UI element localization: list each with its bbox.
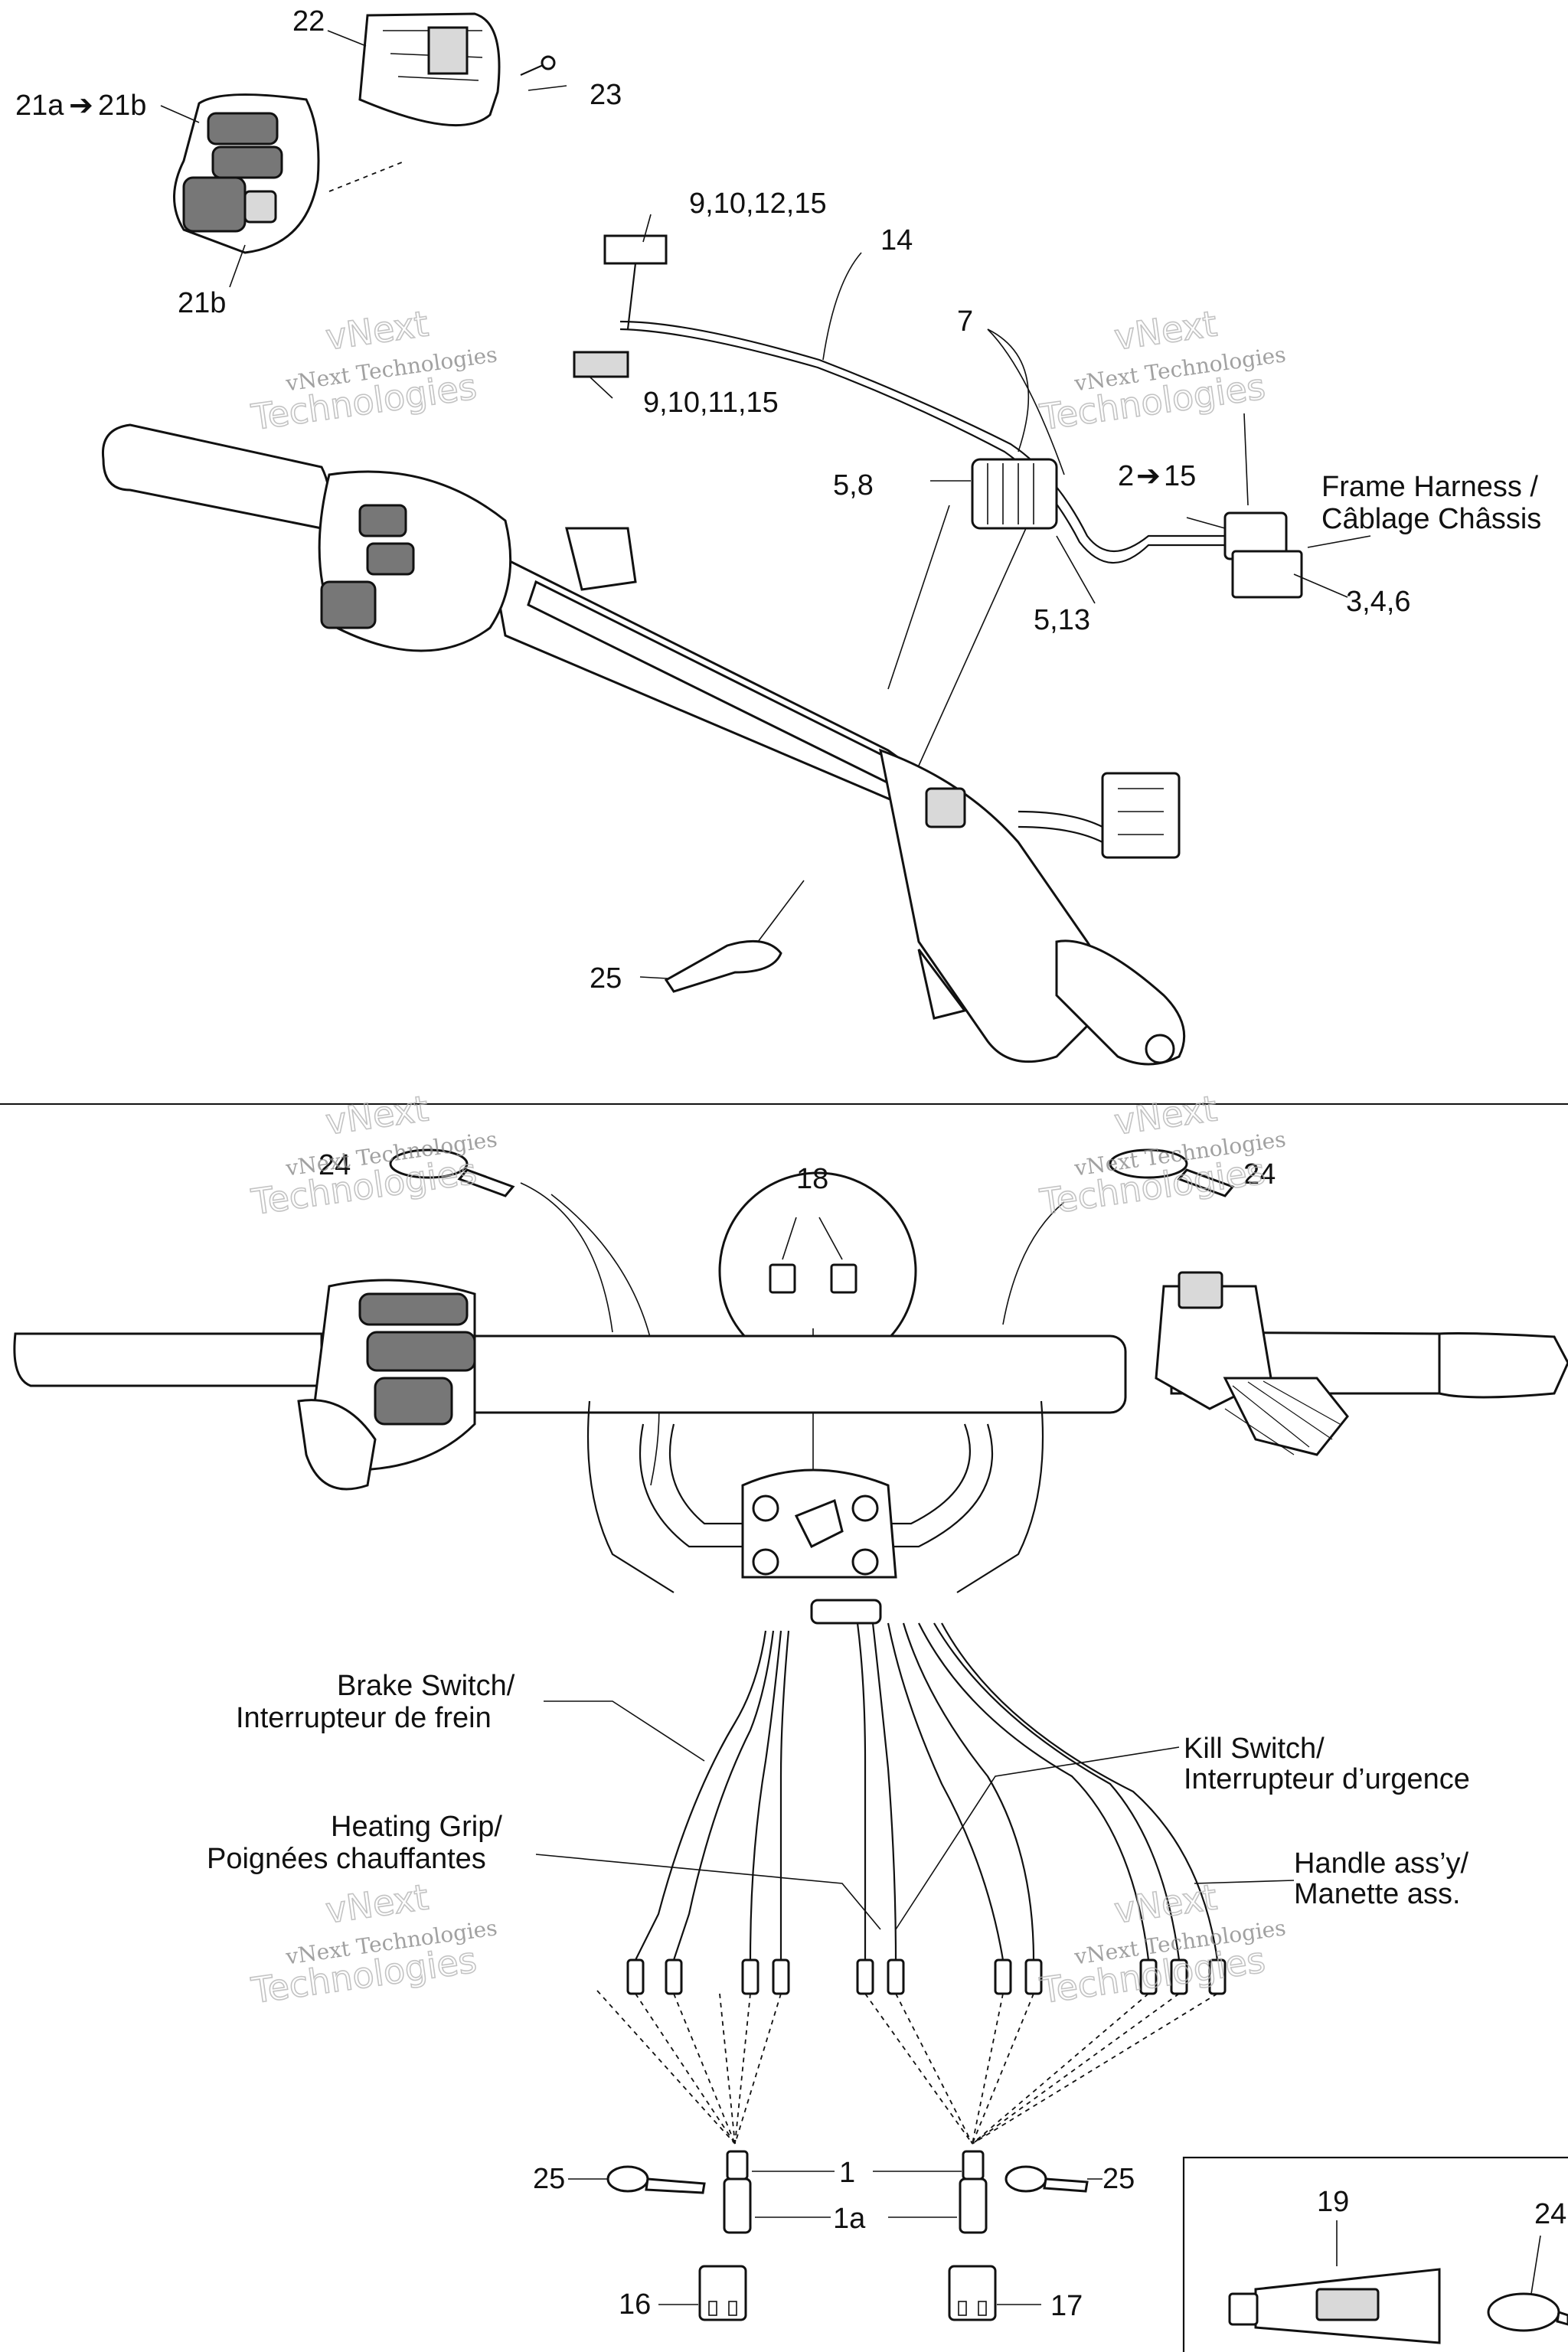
watermark: vNext Technologies vNext Technologies [1037, 1087, 1288, 1223]
watermark: vNext Technologies vNext Technologies [248, 1087, 499, 1223]
callout-17: 17 [1050, 2290, 1083, 2322]
handlebar-lower [13, 1271, 1568, 1625]
watermark: vNext Technologies vNext Technologies [248, 1876, 499, 2012]
switch-housing-cover [358, 12, 501, 127]
upper-view: 22 23 21a ➔ 21b 21b 9,10,12,15 14 9,10,1… [15, 5, 1541, 1066]
cable-tie-lower-right [1004, 2165, 1102, 2193]
cable-tie-box [1487, 2235, 1568, 2332]
watermark: vNext Technologies vNext Technologies [248, 302, 499, 439]
callout-9-10-12-15: 9,10,12,15 [689, 188, 827, 220]
arrow-icon: ➔ [1136, 460, 1161, 492]
kill-switch-label: Kill Switch/ [1184, 1733, 1325, 1765]
callout-7: 7 [957, 305, 973, 338]
brake-switch-label-fr: Interrupteur de frein [236, 1702, 492, 1734]
frame-harness-label-fr: Câblage Châssis [1321, 503, 1541, 535]
cable-tie-lower-left [568, 2165, 706, 2194]
leader-24-left-2 [550, 1194, 660, 1486]
wires [596, 1622, 1227, 2145]
cable-tie-top-right [1109, 1148, 1235, 1197]
callout-2: 2 [1118, 460, 1134, 492]
callout-22: 22 [292, 5, 325, 38]
callout-25: 25 [590, 962, 622, 995]
callout-5-13: 5,13 [1034, 604, 1090, 636]
screw [520, 55, 556, 77]
leader-24-right [1002, 1201, 1065, 1325]
connector-1-leaders [752, 2171, 962, 2218]
connector-housing-17 [948, 2265, 1041, 2321]
callout-15: 15 [1164, 460, 1196, 492]
callout-24-left: 24 [318, 1149, 351, 1181]
lower-callouts: 24 24 18 25 1 25 1a 16 17 19 24 Brake Sw… [207, 1149, 1566, 2322]
grease-tube [1228, 2220, 1441, 2344]
callout-23: 23 [590, 79, 622, 111]
callout-1a: 1a [833, 2203, 866, 2235]
svg-text:vNext: vNext [1112, 302, 1220, 358]
svg-text:vNext: vNext [1112, 1087, 1220, 1142]
svg-text:vNext: vNext [323, 1087, 431, 1142]
callout-5-8: 5,8 [833, 469, 874, 501]
switch-housing-left [173, 93, 407, 254]
cable-tie-top-left [389, 1148, 515, 1197]
upper-callouts: 22 23 21a ➔ 21b 21b 9,10,12,15 14 9,10,1… [15, 5, 1541, 995]
handle-assy-label-fr: Manette ass. [1294, 1878, 1461, 1910]
callout-9-10-11-15: 9,10,11,15 [643, 387, 779, 419]
lower-view: 24 24 18 25 1 25 1a 16 17 19 24 Brake Sw… [13, 1148, 1568, 2352]
callout-19: 19 [1317, 2186, 1349, 2218]
callout-24-right: 24 [1243, 1158, 1276, 1191]
wiring-harness [573, 234, 1303, 599]
frame-harness-label: Frame Harness / [1321, 471, 1538, 503]
callout-25-right: 25 [1102, 2163, 1135, 2195]
supplies-box [1182, 2156, 1568, 2352]
watermark: vNext Technologies vNext Technologies [1037, 302, 1288, 439]
kill-switch-label-fr: Interrupteur d’urgence [1184, 1763, 1470, 1795]
arrow-icon: ➔ [69, 90, 93, 122]
handle-assy-label: Handle ass’y/ [1294, 1847, 1469, 1880]
leader-24-left [520, 1182, 613, 1333]
callout-21a: 21a [15, 90, 64, 122]
heating-grip-label: Heating Grip/ [331, 1811, 502, 1843]
svg-text:vNext: vNext [323, 1876, 431, 1931]
callout-25-left: 25 [533, 2163, 565, 2195]
brake-switch-label: Brake Switch/ [337, 1670, 515, 1702]
callout-18: 18 [796, 1163, 828, 1195]
upper-leader-lines [160, 30, 1371, 979]
handlebar-upper [101, 423, 1186, 1066]
callout-1: 1 [839, 2157, 855, 2189]
connector-right [959, 2150, 988, 2234]
svg-text:vNext: vNext [323, 302, 431, 358]
callout-21b-lower: 21b [178, 287, 226, 319]
cable-tie-upper [664, 939, 782, 993]
watermark: vNext Technologies vNext Technologies [1037, 1876, 1288, 2012]
callout-16: 16 [619, 2288, 651, 2321]
callout-21b: 21b [98, 90, 146, 122]
callout-24-box: 24 [1534, 2198, 1566, 2230]
wire-label-leaders [535, 1700, 1295, 1930]
callout-14: 14 [880, 224, 913, 256]
svg-text:vNext: vNext [1112, 1876, 1220, 1931]
connector-left [723, 2150, 752, 2234]
connector-housing-16 [658, 2265, 747, 2321]
callout-3-4-6: 3,4,6 [1346, 586, 1411, 618]
heating-grip-label-fr: Poignées chauffantes [207, 1843, 486, 1875]
detail-circle [718, 1171, 917, 1478]
